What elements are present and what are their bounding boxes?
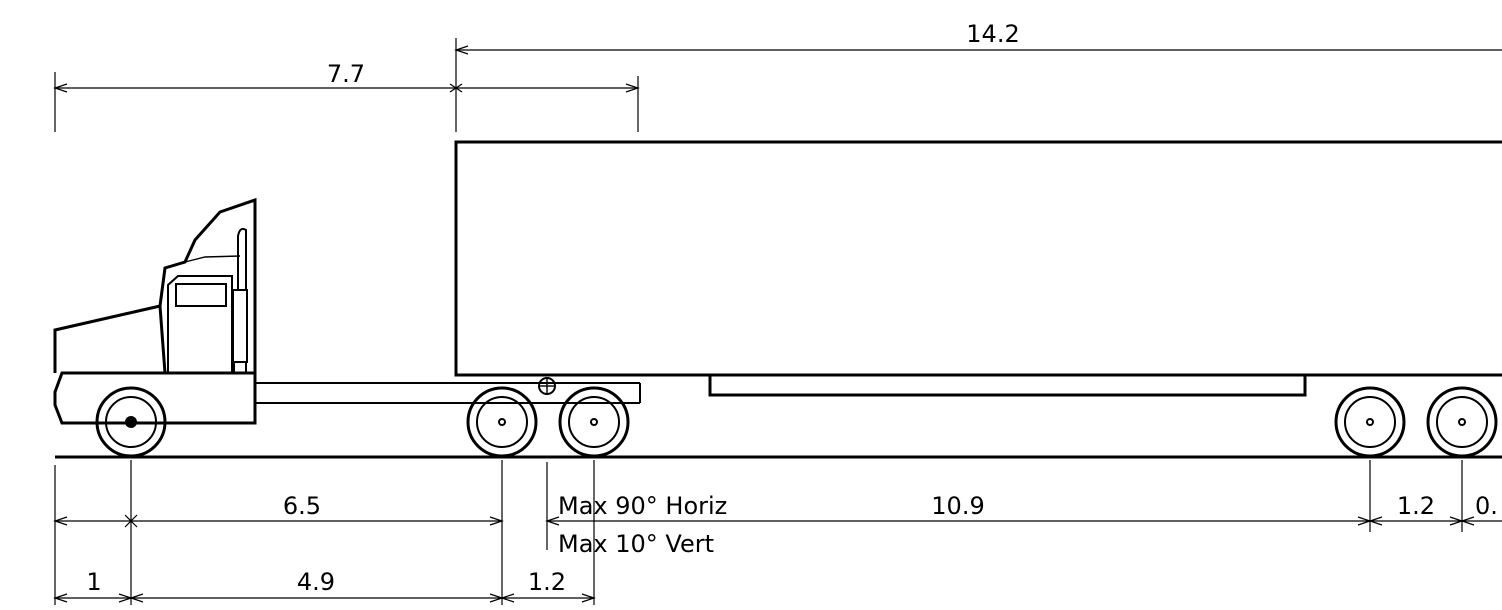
trailer: [454, 140, 1502, 458]
trailer-skirt: [708, 375, 1307, 397]
note-max-vert: Max 10° Vert: [558, 530, 714, 558]
trailer-box: [454, 140, 1502, 377]
dim-front-axle-to-drive-axle: 4.9: [297, 568, 335, 596]
drive-wheel-2: [558, 386, 630, 458]
dim-axle-to-trailer-axle: 10.9: [931, 492, 984, 520]
tractor: [53, 197, 641, 458]
top-dimensions: 14.2 7.7: [53, 20, 1502, 132]
bottom-dimensions: 6.5 Max 90° Horiz Max 10° Vert 10.9 1.2 …: [53, 460, 1502, 605]
cab-window: [175, 283, 227, 307]
cab-door: [167, 275, 233, 373]
dim-trailer-rear-overhang: 0.: [1475, 492, 1498, 520]
trailer-wheel-2: [1426, 386, 1498, 458]
front-wheel: [95, 386, 167, 458]
note-max-horiz: Max 90° Horiz: [558, 492, 727, 520]
dim-drive-axle-spacing: 1.2: [528, 568, 566, 596]
dim-overall-length: 14.2: [966, 20, 1019, 48]
dim-front-axle-to-rear-axle: 6.5: [283, 492, 321, 520]
exhaust-stack: [232, 227, 248, 373]
trailer-wheel-1: [1334, 386, 1406, 458]
dim-front-overhang: 1: [86, 568, 101, 596]
drive-wheel-1: [466, 386, 538, 458]
tractor-cab: [158, 197, 257, 373]
dim-kingpin-to-trailer-front: 7.7: [327, 60, 365, 88]
dim-trailer-axle-spacing: 1.2: [1397, 492, 1435, 520]
tractor-hood: [53, 304, 167, 374]
